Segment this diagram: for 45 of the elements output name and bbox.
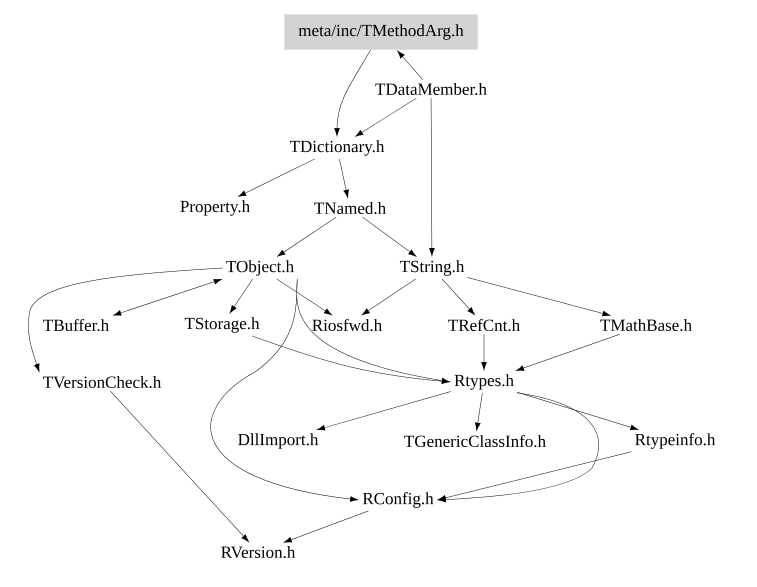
arrow	[113, 278, 222, 316]
file-label: TDictionary.h	[290, 140, 384, 156]
file-label: TObject.h	[226, 260, 294, 276]
arrow	[110, 390, 250, 542]
file-label: TRefCnt.h	[448, 318, 520, 332]
arrow	[362, 216, 416, 257]
file-label: Rtypeinfo.h	[635, 433, 716, 449]
file-label: TNamed.h	[314, 202, 386, 214]
file-label: TGenericClassInfo.h	[404, 434, 546, 448]
arrow	[516, 334, 620, 371]
file-label: Riosfwd.h	[312, 318, 382, 332]
arrow	[442, 278, 475, 316]
file-label: TVersionCheck.h	[43, 376, 162, 388]
arrow	[429, 98, 435, 256]
arrow	[210, 278, 358, 502]
file-label: TBuffer.h	[43, 318, 109, 332]
arrow	[481, 334, 487, 370]
arrow	[230, 278, 253, 314]
arrow	[438, 392, 599, 502]
arrow	[355, 98, 417, 137]
arrow	[438, 452, 632, 501]
file-box: meta/inc/TMethodArg.h	[284, 14, 478, 50]
arrow	[284, 510, 369, 543]
file-label: Rtypes.h	[454, 374, 514, 390]
arrow	[362, 278, 416, 316]
arrow	[334, 50, 371, 136]
arrow	[516, 392, 638, 430]
arrow	[316, 391, 452, 430]
arrow	[252, 336, 450, 384]
file-label: TStorage.h	[184, 317, 260, 333]
file-label: RConfig.h	[362, 492, 434, 508]
arrow	[397, 50, 424, 80]
arrow	[28, 268, 223, 372]
file-label: TMathBase.h	[600, 318, 692, 331]
arrow	[238, 158, 316, 197]
arrow	[276, 278, 332, 316]
file-label: TString.h	[400, 260, 464, 276]
file-label: Property.h	[180, 200, 250, 216]
arrow	[277, 216, 336, 257]
file-label: DllImport.h	[238, 433, 318, 449]
arrow	[474, 392, 483, 431]
arrow	[339, 158, 349, 198]
file-label: TDataMember.h	[375, 82, 487, 95]
arrow	[467, 277, 611, 316]
file-label: RVersion.h	[221, 546, 296, 558]
